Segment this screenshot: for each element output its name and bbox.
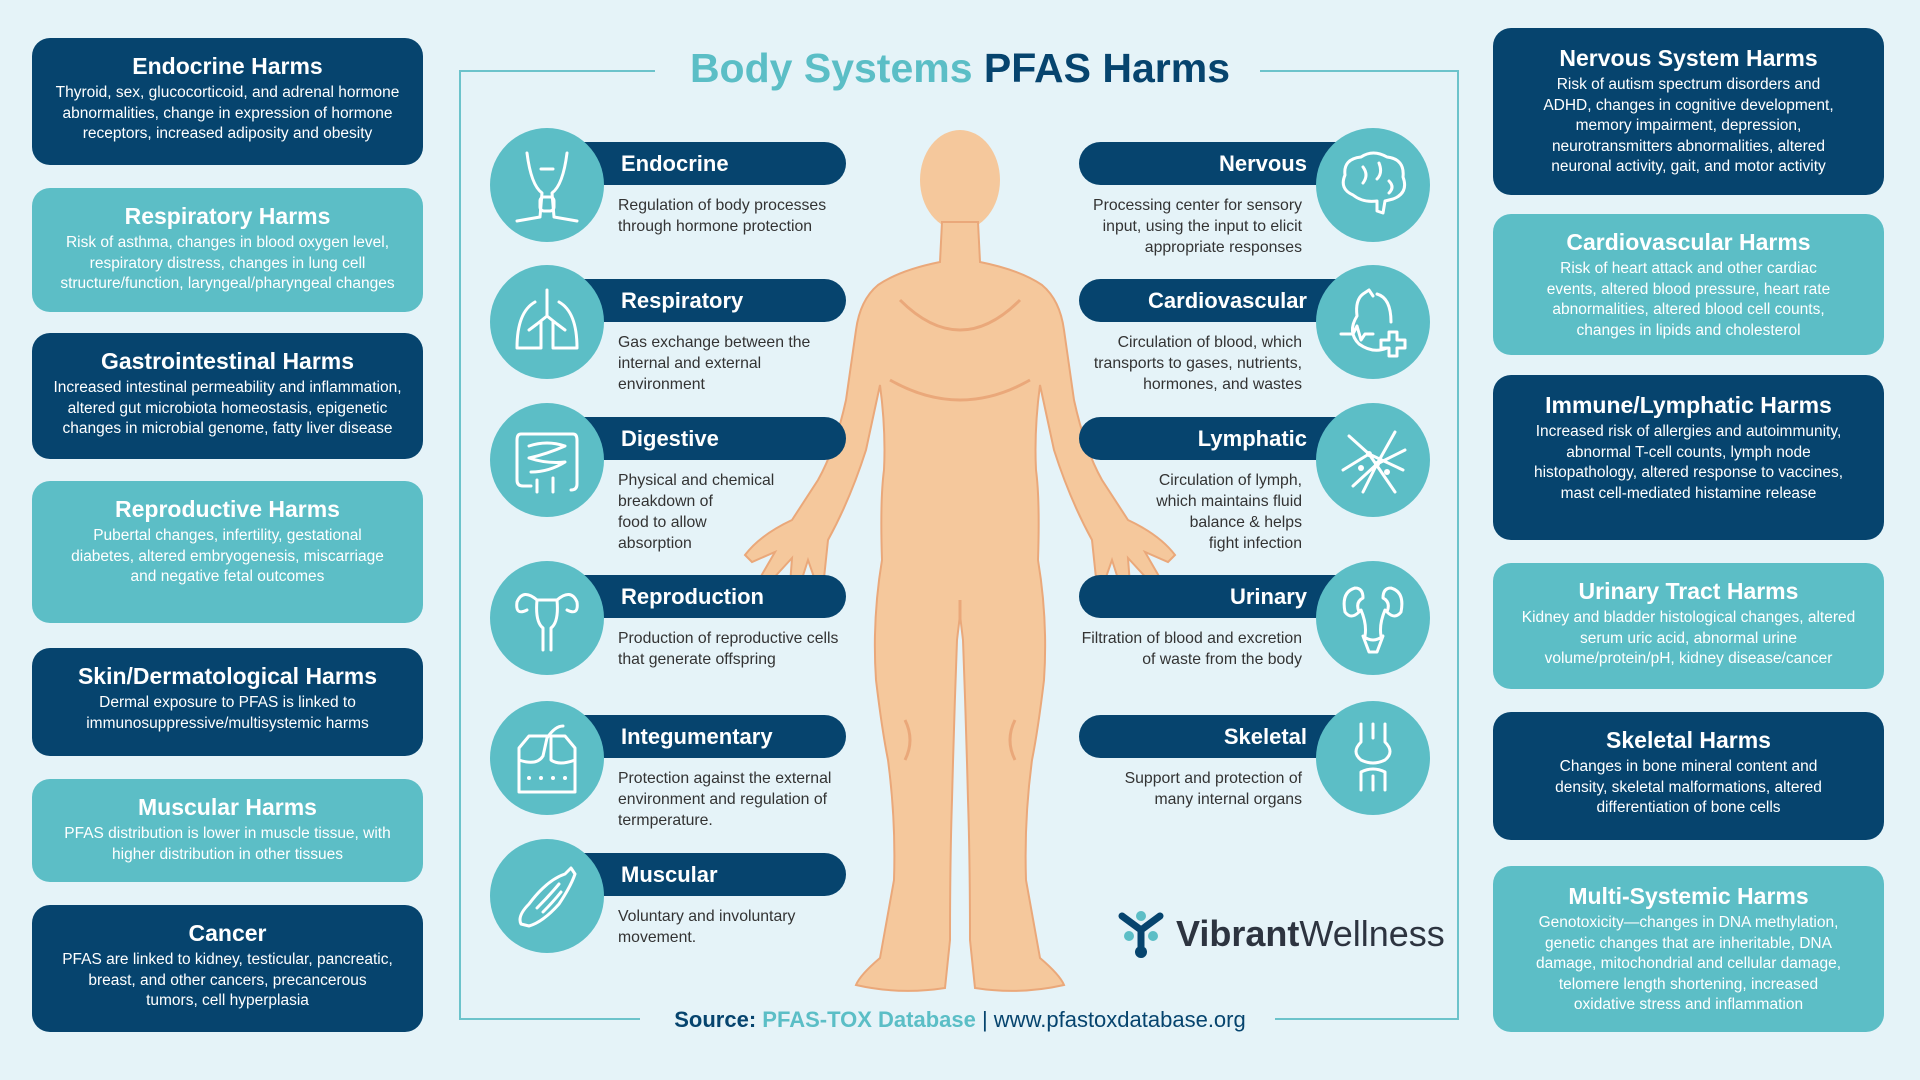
title-part-2: PFAS Harms xyxy=(983,45,1231,91)
system-icon-circle-reproduction xyxy=(490,561,604,675)
system-icon-circle-nervous xyxy=(1316,128,1430,242)
source-credit: Source: PFAS-TOX Database | www.pfastoxd… xyxy=(560,1006,1360,1034)
harm-card-title: Reproductive Harms xyxy=(115,496,340,522)
skin-icon xyxy=(517,724,577,794)
source-database-link[interactable]: PFAS-TOX Database xyxy=(762,1007,976,1032)
harm-card-title: Cardiovascular Harms xyxy=(1566,229,1811,255)
harm-card-title: Gastrointestinal Harms xyxy=(100,348,355,374)
system-label-skeletal: Skeletal xyxy=(1079,715,1341,758)
logo-text-light: Wellness xyxy=(1299,913,1445,954)
system-icon-circle-urinary xyxy=(1316,561,1430,675)
system-description-skeletal: Support and protection of many internal … xyxy=(1124,770,1302,808)
harm-card-title: Skin/Dermatological Harms xyxy=(77,663,378,689)
harm-card-title: Skeletal Harms xyxy=(1606,727,1771,753)
heart-icon xyxy=(1339,288,1407,358)
system-description-muscular: Voluntary and involuntary movement. xyxy=(618,908,796,946)
knee-joint-icon xyxy=(1354,722,1392,792)
system-icon-circle-skeletal xyxy=(1316,701,1430,815)
logo-text-bold: Vibrant xyxy=(1176,913,1300,954)
system-label-cardiovascular: Cardiovascular xyxy=(1079,279,1341,322)
system-label-reproduction: Reproduction xyxy=(580,575,846,618)
system-label-muscular: Muscular xyxy=(580,853,846,896)
harm-card-title: Urinary Tract Harms xyxy=(1578,578,1799,604)
source-label: Source: xyxy=(674,1007,757,1032)
brain-icon xyxy=(1341,151,1407,215)
harm-card-description: Dermal exposure to PFAS is linked to imm… xyxy=(86,694,369,732)
system-description-urinary: Filtration of blood and excretion of was… xyxy=(1081,630,1302,668)
system-icon-circle-cardiovascular xyxy=(1316,265,1430,379)
system-icon-circle-integumentary xyxy=(490,701,604,815)
harm-card-title: Immune/Lymphatic Harms xyxy=(1545,392,1832,418)
harm-card-description: Increased intestinal permeability and in… xyxy=(53,379,402,438)
system-description-nervous: Processing center for sensory input, usi… xyxy=(1093,197,1302,256)
intestine-icon xyxy=(515,432,579,494)
thyroid-icon xyxy=(515,151,579,223)
system-label-respiratory: Respiratory xyxy=(580,279,846,322)
uterus-icon xyxy=(515,593,579,652)
system-icon-circle-endocrine xyxy=(490,128,604,242)
harm-card-title: Respiratory Harms xyxy=(124,203,331,229)
harm-card-description: Risk of asthma, changes in blood oxygen … xyxy=(60,234,395,293)
body-head xyxy=(920,130,1000,230)
system-label-digestive: Digestive xyxy=(580,417,846,460)
lymph-icon xyxy=(1341,430,1407,494)
harm-card-description: PFAS are linked to kidney, testicular, p… xyxy=(62,951,393,1010)
system-label-urinary: Urinary xyxy=(1079,575,1341,618)
system-description-endocrine: Regulation of body processes through hor… xyxy=(618,197,827,235)
system-label-lymphatic: Lymphatic xyxy=(1079,417,1341,460)
kidneys-icon xyxy=(1342,586,1404,654)
system-icon-circle-muscular xyxy=(490,839,604,953)
harm-card-description: PFAS distribution is lower in muscle tis… xyxy=(64,825,391,863)
harm-card-description: Increased risk of allergies and autoimmu… xyxy=(1533,423,1844,502)
harm-card-description: Risk of heart attack and other cardiac e… xyxy=(1546,260,1831,339)
lungs-icon xyxy=(515,288,579,350)
source-url[interactable]: | www.pfastoxdatabase.org xyxy=(975,1007,1246,1032)
harm-card-title: Cancer xyxy=(188,920,267,946)
system-icon-circle-digestive xyxy=(490,403,604,517)
harm-card-description: Changes in bone mineral content and dens… xyxy=(1555,758,1822,817)
system-icon-circle-lymphatic xyxy=(1316,403,1430,517)
harm-card-title: Endocrine Harms xyxy=(132,53,323,79)
harm-card-description: Genotoxicity—changes in DNA methylation,… xyxy=(1535,914,1841,1014)
harm-card-title: Nervous System Harms xyxy=(1559,45,1818,71)
body-shading xyxy=(889,298,1031,761)
system-description-integumentary: Protection against the external environm… xyxy=(618,770,832,829)
system-description-lymphatic: Circulation of lymph, which maintains fl… xyxy=(1156,472,1302,552)
system-description-reproduction: Production of reproductive cells that ge… xyxy=(618,630,839,668)
harm-card-description: Kidney and bladder histological changes,… xyxy=(1521,609,1856,668)
system-label-endocrine: Endocrine xyxy=(580,142,846,185)
system-description-respiratory: Gas exchange between the internal and ex… xyxy=(618,334,811,393)
harm-card-title: Muscular Harms xyxy=(138,794,317,820)
harm-card-description: Thyroid, sex, glucocorticoid, and adrena… xyxy=(55,84,400,143)
system-description-digestive: Physical and chemical breakdown of food … xyxy=(618,472,775,552)
system-icon-circle-respiratory xyxy=(490,265,604,379)
logo-molecule-icon xyxy=(1118,911,1164,958)
harm-card-description: Risk of autism spectrum disorders and AD… xyxy=(1543,76,1834,176)
harm-card-title: Multi-Systemic Harms xyxy=(1568,883,1809,909)
page-title: Body Systems PFAS Harms xyxy=(560,42,1360,94)
harm-card-description: Pubertal changes, infertility, gestation… xyxy=(71,527,384,586)
title-part-1: Body Systems xyxy=(689,45,973,91)
system-label-nervous: Nervous xyxy=(1079,142,1341,185)
title-gap xyxy=(655,60,1260,80)
system-label-integumentary: Integumentary xyxy=(580,715,846,758)
source-gap xyxy=(640,1010,1275,1030)
system-description-cardiovascular: Circulation of blood, which transports t… xyxy=(1093,334,1302,393)
muscle-icon xyxy=(518,866,577,928)
